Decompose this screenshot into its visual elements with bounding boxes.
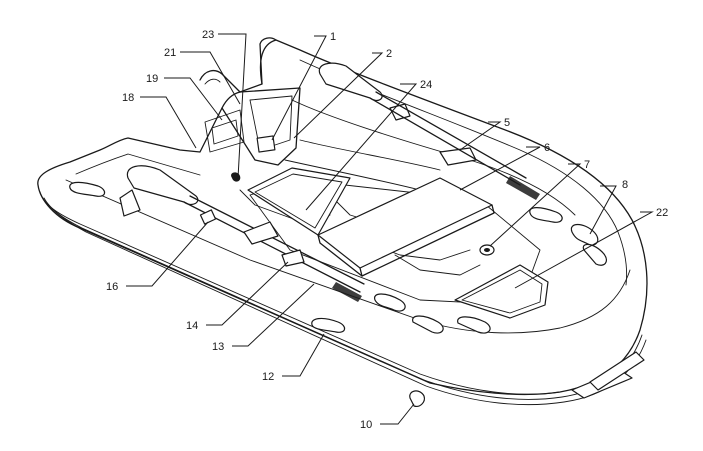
leader-line <box>380 403 415 425</box>
transom-fittings <box>119 172 279 245</box>
bow-storage-hatch <box>454 264 549 319</box>
label-1: 1 <box>330 31 336 43</box>
label-18: 18 <box>122 92 134 104</box>
label-10: 10 <box>360 419 372 431</box>
label-7: 7 <box>584 159 590 171</box>
leader-line <box>514 211 654 289</box>
starboard-oar <box>126 165 365 302</box>
leader-line <box>589 185 617 235</box>
seat-bench <box>317 177 495 277</box>
tube-handles <box>69 181 645 399</box>
label-16: 16 <box>106 281 118 293</box>
label-24: 24 <box>420 79 432 91</box>
leader-line <box>218 33 247 179</box>
leader-line <box>180 51 241 105</box>
leader-line <box>459 121 502 151</box>
label-14: 14 <box>186 320 198 332</box>
label-23: 23 <box>202 29 214 41</box>
bow-d-ring <box>409 390 425 407</box>
label-21: 21 <box>164 47 176 59</box>
label-12: 12 <box>262 371 274 383</box>
leader-line <box>305 83 418 211</box>
leader-line <box>271 35 327 141</box>
leader-line <box>164 77 223 121</box>
port-oar <box>318 62 540 200</box>
leader-line <box>206 261 289 326</box>
label-5: 5 <box>504 117 510 129</box>
part-callouts: 1 2 24 5 6 7 8 22 23 21 19 18 16 <box>106 29 668 431</box>
leader-line <box>282 333 325 377</box>
leader-line <box>459 146 541 191</box>
leader-line <box>489 163 582 247</box>
label-2: 2 <box>386 48 392 60</box>
label-22: 22 <box>656 207 668 219</box>
label-19: 19 <box>146 73 158 85</box>
drain-valve <box>479 244 495 256</box>
leader-line <box>140 96 197 149</box>
leader-line <box>293 52 384 139</box>
label-13: 13 <box>212 341 224 353</box>
leader-line <box>126 221 209 287</box>
leader-line <box>232 283 315 347</box>
label-6: 6 <box>544 142 550 154</box>
label-8: 8 <box>622 179 628 191</box>
